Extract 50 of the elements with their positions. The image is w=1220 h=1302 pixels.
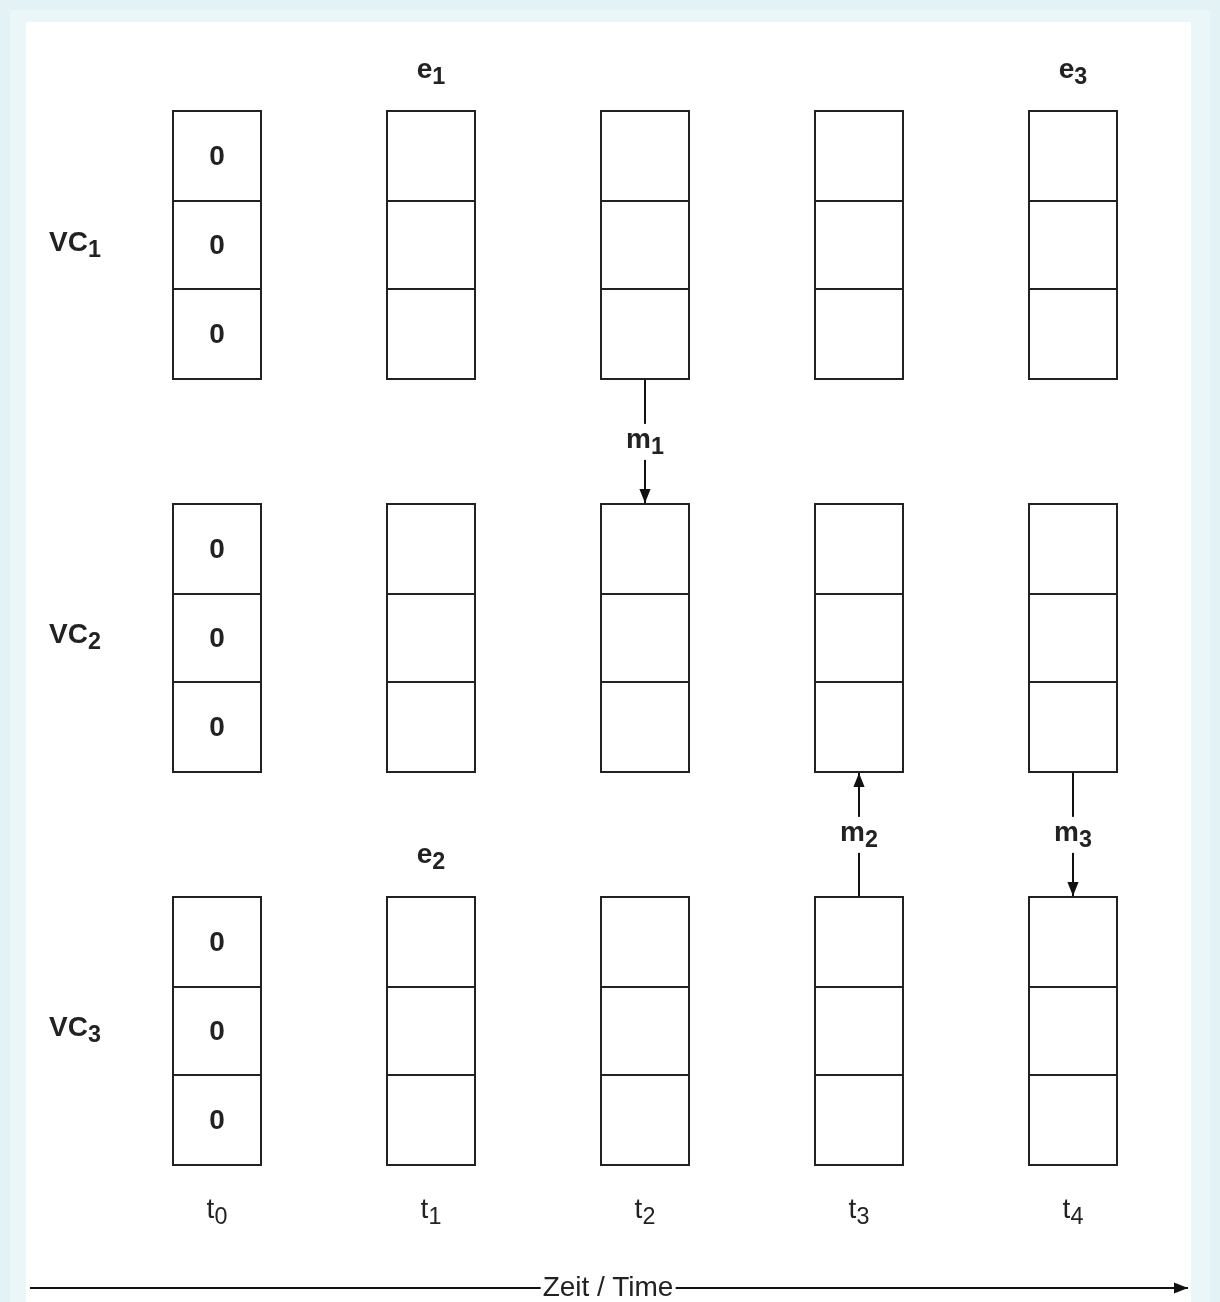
event-label: e$_{2}$ <box>416 838 446 876</box>
vector-clock <box>600 896 690 1166</box>
vector-clock <box>386 503 476 773</box>
clock-cell <box>388 593 474 683</box>
clock-value-cell: 0 <box>174 505 260 594</box>
time-label: t$_{0}$ <box>206 1193 228 1231</box>
vector-clock <box>386 110 476 380</box>
clock-value-cell: 0 <box>174 682 260 771</box>
clock-cell <box>1030 200 1116 290</box>
event-label: e$_{1}$ <box>416 53 446 91</box>
clock-cell <box>602 986 688 1076</box>
clock-cell <box>1030 986 1116 1076</box>
time-label: t$_{4}$ <box>1062 1193 1084 1231</box>
time-label: t$_{1}$ <box>420 1193 442 1231</box>
vector-clock <box>1028 896 1118 1166</box>
clock-cell <box>1030 593 1116 683</box>
edge-label: m$_{1}$ <box>624 423 666 460</box>
clock-cell <box>816 986 902 1076</box>
clock-value-cell: 0 <box>174 200 260 290</box>
clock-cell <box>388 200 474 290</box>
vector-clock <box>814 110 904 380</box>
event-label: e$_{3}$ <box>1058 53 1088 91</box>
vector-clock <box>814 896 904 1166</box>
vector-clock <box>600 503 690 773</box>
vector-clock <box>386 896 476 1166</box>
clock-value-cell: 0 <box>174 289 260 378</box>
vector-clock <box>814 503 904 773</box>
vector-clock <box>172 896 262 1166</box>
vector-clock <box>172 503 262 773</box>
edge-label: m$_{2}$ <box>838 816 880 853</box>
row-label: VC$_{2}$ <box>49 618 101 656</box>
clock-cell <box>388 986 474 1076</box>
clock-value-cell: 0 <box>174 898 260 987</box>
row-label: VC$_{1}$ <box>49 226 101 264</box>
vector-clock <box>1028 110 1118 380</box>
vector-clock <box>600 110 690 380</box>
clock-cell <box>602 200 688 290</box>
clock-value-cell: 0 <box>174 986 260 1076</box>
clock-cell <box>816 593 902 683</box>
vector-clock <box>172 110 262 380</box>
time-label: t$_{2}$ <box>634 1193 656 1231</box>
time-label: t$_{3}$ <box>848 1193 870 1231</box>
clock-cell <box>602 593 688 683</box>
clock-value-cell: 0 <box>174 112 260 201</box>
clock-value-cell: 0 <box>174 593 260 683</box>
clock-value-cell: 0 <box>174 1075 260 1164</box>
clock-cell <box>816 200 902 290</box>
edge-label: m$_{3}$ <box>1052 816 1094 853</box>
vector-clock <box>1028 503 1118 773</box>
row-label: VC$_{3}$ <box>49 1011 101 1049</box>
